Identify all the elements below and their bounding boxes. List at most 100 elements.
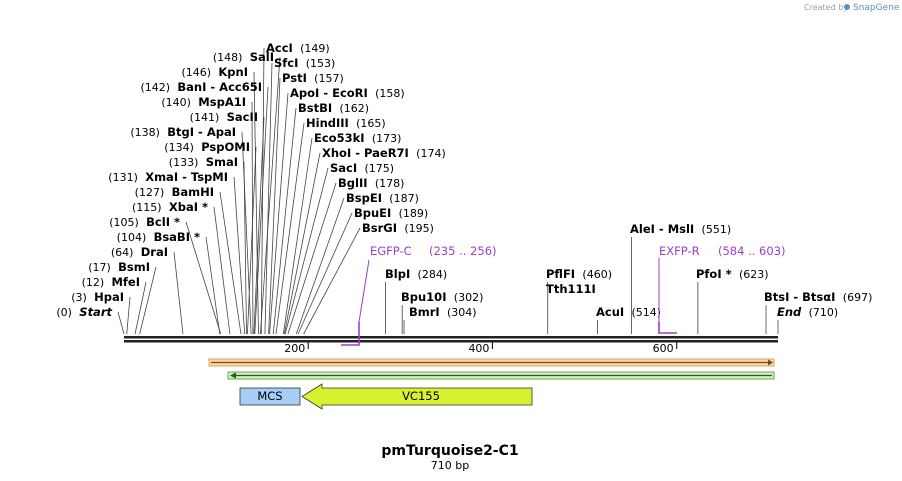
leader-bcli <box>185 221 222 335</box>
primer-egfp-c-name: EGFP-C <box>370 244 412 258</box>
primer-egfp-c-leader <box>358 259 370 323</box>
site-xmai-tspmi-label: (131) XmaI - TspMI <box>108 170 228 184</box>
site-leader-lines <box>117 47 779 335</box>
site-xhoi-paer7i[interactable]: XhoI - PaeR7I (174) <box>322 146 446 160</box>
site-bspei[interactable]: BspEI (187) <box>346 191 419 205</box>
leader-pspomi <box>247 146 257 335</box>
site-start[interactable]: (0) Start <box>56 305 112 319</box>
site-sfci[interactable]: SfcI (153) <box>274 56 335 70</box>
primer-egfp-c[interactable]: EGFP-C (235 .. 256) <box>341 244 497 346</box>
leader-bpuei <box>297 212 353 335</box>
site-tth111i[interactable]: Tth111I <box>546 282 596 296</box>
site-bsabi[interactable]: (104) BsaBI * <box>117 230 200 244</box>
site-mspa1i-label: (140) MspA1I <box>161 95 246 109</box>
site-bamhi-label: (127) BamHI <box>135 185 214 199</box>
site-bani-acc65i[interactable]: (142) BanI - Acc65I <box>141 80 263 94</box>
tick-label-400: 400 <box>468 342 489 355</box>
site-hindiii[interactable]: HindIII (165) <box>306 116 386 130</box>
site-xbai[interactable]: (115) XbaI * <box>132 200 208 214</box>
site-sacii-label: (141) SacII <box>190 110 258 124</box>
site-pfoi[interactable]: PfoI * (623) <box>696 267 769 281</box>
leader-bsmi <box>139 266 157 335</box>
arrow-left-icon <box>230 372 236 379</box>
site-hpai[interactable]: (3) HpaI <box>71 290 124 304</box>
site-mspa1i[interactable]: (140) MspA1I <box>161 95 246 109</box>
snapgene-logo-icon <box>844 4 850 10</box>
snapgene-brand: SnapGene <box>853 3 900 13</box>
site-xbai-label: (115) XbaI * <box>132 200 208 214</box>
leader-eco53ki <box>282 137 313 335</box>
site-drai-label: (64) DraI <box>111 245 168 259</box>
site-alei-msli-label: AleI - MslI (551) <box>630 222 731 236</box>
site-xhoi-paer7i-label: XhoI - PaeR7I (174) <box>322 146 446 160</box>
site-bstbi[interactable]: BstBI (162) <box>298 101 369 115</box>
site-drai[interactable]: (64) DraI <box>111 245 168 259</box>
site-acui[interactable]: AcuI (514) <box>596 305 661 319</box>
arrow-right-icon <box>768 359 773 366</box>
leader-acci <box>260 47 265 335</box>
site-bpuei[interactable]: BpuEI (189) <box>354 206 428 220</box>
site-apoi-ecori-label: ApoI - EcoRI (158) <box>290 86 405 100</box>
site-bmri[interactable]: BmrI (304) <box>409 305 477 319</box>
site-bani-acc65i-label: (142) BanI - Acc65I <box>141 80 263 94</box>
site-btgi-apai-label: (138) BtgI - ApaI <box>130 125 236 139</box>
site-pflfi[interactable]: PflFI (460) <box>546 267 612 281</box>
site-bglii-label: BglII (178) <box>338 176 404 190</box>
site-pspomi-label: (134) PspOMI <box>164 140 250 154</box>
primer-egfp-c-arrow <box>341 322 360 346</box>
plasmid-length: 710 bp <box>431 459 469 472</box>
feature-mcs-label: MCS <box>257 389 282 403</box>
leader-sacii <box>253 116 265 335</box>
orange-orf-track[interactable] <box>208 358 775 367</box>
site-bpuei-label: BpuEI (189) <box>354 206 428 220</box>
site-saci-label: SacI (175) <box>330 161 394 175</box>
site-smai[interactable]: (133) SmaI <box>169 155 238 169</box>
site-btsi-bts-i-label: BtsI - BtsαI (697) <box>764 290 872 304</box>
green-orf-track[interactable] <box>227 371 775 380</box>
site-pspomi[interactable]: (134) PspOMI <box>164 140 250 154</box>
site-start-label: (0) Start <box>56 305 112 319</box>
site-bamhi[interactable]: (127) BamHI <box>135 185 214 199</box>
feature-mcs[interactable]: MCS <box>239 387 301 406</box>
site-bsrgi[interactable]: BsrGI (195) <box>362 221 434 235</box>
site-apoi-ecori[interactable]: ApoI - EcoRI (158) <box>290 86 405 100</box>
site-psti-label: PstI (157) <box>282 71 344 85</box>
site-bcli[interactable]: (105) BclI * <box>109 215 180 229</box>
site-mfei[interactable]: (12) MfeI <box>82 275 140 289</box>
site-blpi-label: BlpI (284) <box>385 267 447 281</box>
leader-xmai-tspmi <box>233 176 246 335</box>
site-acci[interactable]: AccI (149) <box>266 41 330 55</box>
site-mfei-label: (12) MfeI <box>82 275 140 289</box>
primer-exfp-r[interactable]: EXFP-R (584 .. 603) <box>658 244 786 334</box>
plasmid-title: pmTurquoise2-C1 <box>381 443 518 459</box>
leader-bspei <box>295 197 345 335</box>
site-alei-msli[interactable]: AleI - MslI (551) <box>630 222 731 236</box>
site-bmri-label: BmrI (304) <box>409 305 477 319</box>
site-bpu10i-label: Bpu10I (302) <box>401 290 483 304</box>
site-hpai-label: (3) HpaI <box>71 290 124 304</box>
site-sfci-label: SfcI (153) <box>274 56 335 70</box>
site-psti[interactable]: PstI (157) <box>282 71 344 85</box>
leader-drai <box>173 251 184 335</box>
site-eco53ki[interactable]: Eco53kI (173) <box>314 131 401 145</box>
site-blpi[interactable]: BlpI (284) <box>385 267 447 281</box>
site-bpu10i[interactable]: Bpu10I (302) <box>401 290 483 304</box>
site-sacii[interactable]: (141) SacII <box>190 110 258 124</box>
site-bsmi[interactable]: (17) BsmI <box>88 260 150 274</box>
site-bglii[interactable]: BglII (178) <box>338 176 404 190</box>
site-btgi-apai[interactable]: (138) BtgI - ApaI <box>130 125 236 139</box>
site-bcli-label: (105) BclI * <box>109 215 180 229</box>
leader-bglii <box>287 182 337 335</box>
site-bsabi-label: (104) BsaBI * <box>117 230 200 244</box>
site-kpni[interactable]: (146) KpnI <box>181 65 248 79</box>
leader-xhoi-paer7i <box>283 152 321 335</box>
site-xmai-tspmi[interactable]: (131) XmaI - TspMI <box>108 170 228 184</box>
site-btsi-bts-i[interactable]: BtsI - BtsαI (697) <box>764 290 872 304</box>
leader-sali <box>259 56 281 335</box>
site-end[interactable]: End (710) <box>777 305 838 319</box>
feature-vc155[interactable]: VC155 <box>301 383 533 410</box>
tick-label-200: 200 <box>284 342 305 355</box>
site-sali[interactable]: (148) SalI <box>213 50 274 64</box>
site-saci[interactable]: SacI (175) <box>330 161 394 175</box>
